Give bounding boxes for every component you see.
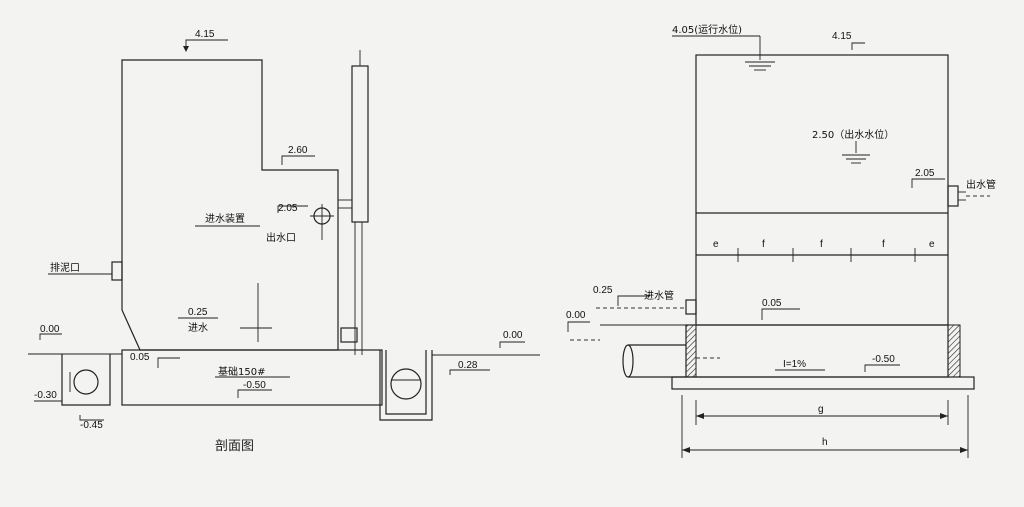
segment-f-1: f: [762, 239, 765, 250]
tank-outline: [121, 59, 339, 351]
dim-g-label: g: [818, 404, 824, 415]
outlet-label: 出水口: [266, 231, 296, 244]
foundation-block: [121, 349, 383, 406]
top-level-marker: [185, 39, 228, 50]
inlet-device-label: 进水装置: [205, 212, 245, 225]
step-level-marker: [281, 155, 315, 165]
slope-label: I=1%: [783, 359, 806, 370]
operating-level-label: 4.05(运行水位): [672, 23, 742, 36]
drain-pipe: [622, 344, 634, 378]
sludge-outlet-label: 排泥口: [50, 261, 80, 274]
outflow-level-label: 2.50（出水水位）: [812, 128, 894, 141]
pit-level-1-label: -0.30: [34, 390, 57, 401]
left-pit: [61, 354, 111, 406]
base-level-label-right: 0.05: [762, 298, 782, 309]
pipe-level-label: 0.28: [458, 360, 478, 371]
outlet-pipe-label: 出水管: [966, 178, 996, 191]
segment-f-2: f: [820, 239, 823, 250]
step-level-label: 2.60: [288, 145, 308, 156]
outlet-level-label: 2.05: [278, 203, 298, 214]
outlet-level-marker: [277, 205, 308, 213]
segment-f-3: f: [882, 239, 885, 250]
top-level-label: 4.15: [195, 29, 215, 40]
foundation-level-label: -0.50: [243, 380, 266, 391]
inlet-pipe-level-label: 0.25: [593, 285, 613, 296]
section-caption: 剖面图: [215, 439, 254, 454]
dim-h-label: h: [822, 437, 828, 448]
foundation-right: [685, 324, 949, 378]
sludge-outlet-pipe: [111, 261, 123, 281]
left-pipe-symbol: [73, 369, 99, 395]
segment-e-2: e: [929, 239, 935, 250]
pit-level-2-label: -0.45: [80, 420, 103, 431]
elevation-view: 4.05(运行水位) 4.15 2.50（出水水位） 2.05 出水管 e f …: [566, 23, 996, 458]
segment-e-1: e: [713, 239, 719, 250]
inlet-riser-pipe: [351, 65, 369, 223]
inlet-pipe: [685, 299, 697, 315]
outlet-pipe: [947, 185, 959, 207]
ground-left-label: 0.00: [40, 324, 60, 335]
ground-right-label: 0.00: [503, 330, 523, 341]
foundation-label: 基础150#: [218, 365, 265, 378]
right-pit: [379, 350, 433, 421]
base-level-label: 0.05: [130, 352, 150, 363]
tank-body: [695, 54, 949, 326]
right-pipe-symbol: [390, 368, 422, 400]
ground-level-label-right: 0.00: [566, 310, 586, 321]
bottom-level-label: -0.50: [872, 354, 895, 365]
inlet-label: 进水: [188, 322, 208, 334]
inlet-pipe-label: 进水管: [644, 289, 674, 302]
section-view: 4.15 2.60 2.05 出水口 进水装置 排泥口 0.25 进水 0: [28, 29, 540, 454]
top-level-label-right: 4.15: [832, 31, 852, 42]
base-slab: [671, 376, 975, 390]
outlet-pipe-level-label: 2.05: [915, 168, 935, 179]
inlet-level-label: 0.25: [188, 307, 208, 318]
